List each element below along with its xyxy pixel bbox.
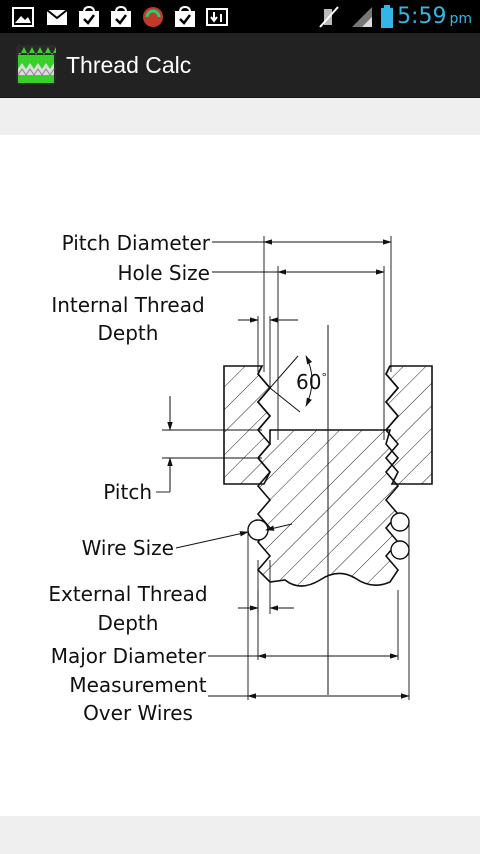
angle-60-mark	[269, 355, 313, 413]
dimension-arrows	[162, 239, 410, 699]
app-title: Thread Calc	[66, 52, 192, 78]
shopping-bag-check-icon	[174, 0, 196, 33]
content-top-margin	[0, 98, 480, 135]
wire-right-lower	[390, 540, 410, 560]
label-pitch: Pitch	[103, 480, 152, 504]
label-external-thread-depth-1: External Thread	[48, 582, 207, 606]
extension-lines	[247, 236, 410, 700]
label-measurement-over-wires-2: Over Wires	[83, 701, 193, 725]
image-icon	[12, 0, 34, 33]
label-external-thread-depth-2: Depth	[98, 611, 159, 635]
label-measurement-over-wires-1: Measurement	[69, 673, 206, 697]
mute-icon	[318, 0, 340, 33]
label-internal-thread-depth-2: Depth	[98, 321, 159, 345]
thread-calc-app-icon[interactable]	[16, 45, 56, 85]
download-icon	[206, 0, 228, 33]
email-icon	[46, 0, 70, 33]
shopping-bag-check-icon	[110, 0, 132, 33]
game-icon	[142, 0, 164, 33]
label-angle: 60°	[296, 370, 327, 394]
nut-right-section	[384, 365, 433, 485]
wire-right-upper	[390, 512, 410, 532]
thread-measurement-diagram: Pitch Diameter Hole Size Internal Thread…	[0, 135, 480, 816]
battery-icon	[380, 0, 394, 33]
action-bar: Thread Calc	[0, 33, 480, 98]
label-wire-size: Wire Size	[82, 536, 174, 560]
label-pitch-diameter: Pitch Diameter	[62, 231, 211, 255]
signal-icon	[350, 0, 374, 33]
content-bottom-margin	[0, 816, 480, 854]
wire-left	[247, 519, 269, 541]
shopping-bag-check-icon	[78, 0, 100, 33]
label-internal-thread-depth-1: Internal Thread	[51, 293, 204, 317]
label-major-diameter: Major Diameter	[51, 644, 207, 668]
label-hole-size: Hole Size	[117, 261, 210, 285]
